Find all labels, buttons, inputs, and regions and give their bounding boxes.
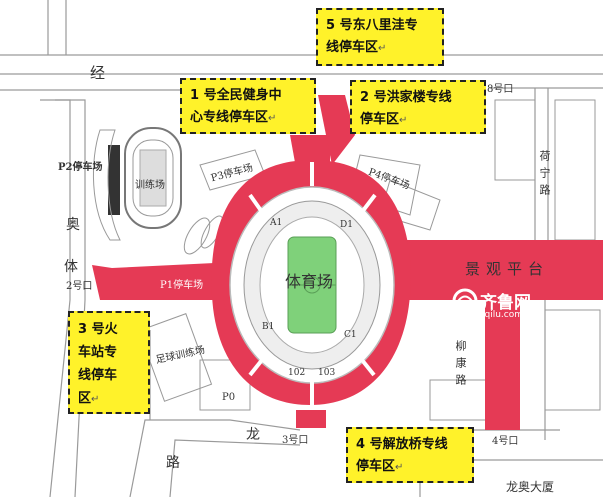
gate-c1-label: C1 <box>344 330 357 340</box>
return-mark: ↵ <box>395 462 404 473</box>
logo-swirl-icon <box>452 288 478 314</box>
longao-label: 龙奥大厦 <box>506 480 555 494</box>
callout-lot1-text: 1 号全民健身中 心专线停车区 <box>190 88 282 125</box>
callout-lot5-text: 5 号东八里洼专 线停车区 <box>326 18 418 55</box>
training-field-label: 训练场 <box>135 180 165 191</box>
gate-b1-label: B1 <box>262 322 275 332</box>
gate-102-label: 102 <box>288 368 306 378</box>
return-mark: ↵ <box>378 43 387 54</box>
logo-subtext: iqilu.com <box>482 310 524 320</box>
callout-lot4-text: 4 号解放桥专线 停车区 <box>356 437 448 474</box>
stadium-gates <box>248 162 377 405</box>
gate8-label: 8号口 <box>487 84 514 95</box>
road-ao-label: 奥 <box>66 217 80 233</box>
watermark-logo: 齐鲁网 iqilu.com <box>452 286 552 326</box>
gate-103-label: 103 <box>318 368 336 378</box>
road-hening-label: 荷宁路 <box>538 150 551 201</box>
road-lu-label: 路 <box>166 455 180 471</box>
gate-a1-label: A1 <box>270 218 283 228</box>
return-mark: ↵ <box>268 113 277 124</box>
return-mark: ↵ <box>399 115 408 126</box>
p2-label: P2停车场 <box>58 162 103 173</box>
road-ti-label: 体 <box>64 259 78 275</box>
gate-d1-label: D1 <box>340 220 353 230</box>
p1-label: P1停车场 <box>160 280 204 291</box>
platform-label: 景观平台 <box>465 260 550 278</box>
return-mark: ↵ <box>91 394 100 405</box>
callout-lot2-text: 2 号洪家楼专线 停车区 <box>360 90 452 127</box>
road-liukang-label: 柳康路 <box>454 340 467 391</box>
stadium <box>229 186 395 384</box>
gate2-label: 2号口 <box>66 281 93 292</box>
callout-lot4: 4 号解放桥专线 停车区↵ <box>346 427 474 483</box>
training-field <box>93 127 182 241</box>
p0-label: P0 <box>222 392 236 403</box>
road-long-label: 龙 <box>246 427 260 443</box>
callout-lot2: 2 号洪家楼专线 停车区↵ <box>350 80 486 134</box>
callout-lot1: 1 号全民健身中 心专线停车区↵ <box>180 78 316 134</box>
road-jing-label: 经 <box>90 64 106 82</box>
callout-lot3-text: 3 号火 车站专 线停车 区 <box>78 322 118 406</box>
callout-lot3: 3 号火 车站专 线停车 区↵ <box>68 311 150 414</box>
callout-lot5: 5 号东八里洼专 线停车区↵ <box>316 8 444 66</box>
logo-text: 齐鲁网 <box>480 293 531 313</box>
gate4-label: 4号口 <box>492 436 519 447</box>
stadium-label: 体育场 <box>285 272 334 291</box>
gate3-label: 3号口 <box>282 435 309 446</box>
